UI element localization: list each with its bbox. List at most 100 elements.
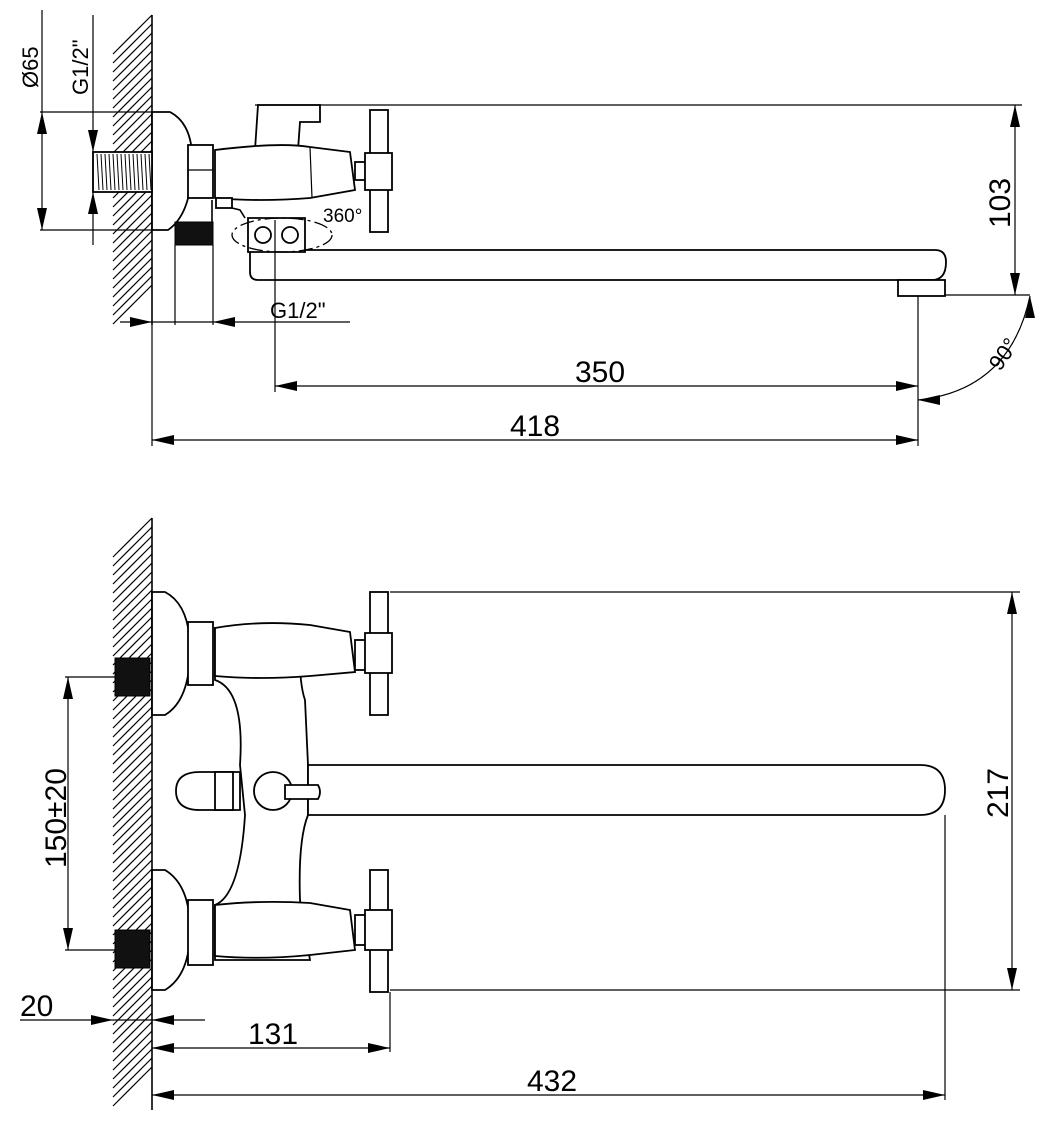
spout-outlet	[897, 279, 946, 297]
hatch-line	[112, 553, 153, 594]
lower-inlet-thread	[114, 929, 151, 969]
outlet-thread-label: G1/2"	[270, 298, 326, 323]
thread-line	[100, 153, 104, 191]
diverter-lever	[284, 784, 321, 800]
spout-front	[307, 764, 946, 816]
hatch-line	[112, 850, 153, 891]
spout-reach-label: 350	[575, 356, 625, 389]
hatch-line	[112, 50, 153, 91]
hatch-line	[112, 230, 153, 271]
hatch-line	[112, 697, 153, 738]
hatch-line	[112, 841, 153, 882]
hatch-line	[112, 751, 153, 792]
thread-line	[112, 153, 116, 191]
thread-line	[96, 153, 100, 191]
hatch-line	[112, 248, 153, 289]
hatch-line	[112, 832, 153, 873]
arrow-head	[1025, 296, 1035, 318]
hatch-line	[112, 275, 153, 316]
hatch-line	[112, 787, 153, 828]
hatch-line	[112, 86, 153, 127]
hatch-line	[112, 859, 153, 900]
hex-nut	[187, 144, 214, 199]
hatch-line	[112, 706, 153, 747]
hatch-line	[112, 526, 153, 567]
hatch-line	[112, 1057, 153, 1098]
hatch-line	[112, 598, 153, 639]
mixer-body	[214, 144, 357, 201]
hatch-line	[112, 760, 153, 801]
hatch-line	[112, 517, 153, 558]
hatch-line	[112, 967, 153, 1008]
hatch-line	[112, 985, 153, 1026]
swivel-indicator	[231, 217, 333, 253]
hatch-line	[112, 212, 153, 253]
hatch-line	[112, 823, 153, 864]
spout	[249, 249, 947, 281]
hatch-line	[112, 724, 153, 765]
hatch-line	[112, 607, 153, 648]
hatch-line	[112, 239, 153, 280]
hatch-line	[112, 886, 153, 927]
thread-line	[120, 153, 124, 191]
hatch-line	[112, 742, 153, 783]
thread-line	[124, 153, 128, 191]
hatch-line	[112, 113, 153, 154]
hatch-line	[112, 1066, 153, 1107]
wall-flange	[151, 111, 194, 231]
hatch-line	[112, 589, 153, 630]
hatch-line	[112, 266, 153, 307]
hex-nut-upper	[187, 621, 214, 686]
hatch-line	[112, 1030, 153, 1071]
thread-line	[108, 153, 112, 191]
hatch-line	[112, 77, 153, 118]
swivel-angle-label: 360°	[323, 206, 362, 227]
hatch-line	[112, 1048, 153, 1089]
hatch-line	[112, 535, 153, 576]
thread-line	[148, 153, 152, 191]
thread-line	[128, 153, 132, 191]
top-lever	[254, 104, 321, 151]
hatch-line	[112, 284, 153, 325]
hatch-line	[112, 41, 153, 82]
hatch-line	[112, 877, 153, 918]
inlet-thread-label: G1/2"	[68, 39, 93, 95]
wall-hatching	[112, 14, 153, 1107]
inlet-spacing-label: 150±20	[40, 768, 73, 868]
hatch-line	[112, 814, 153, 855]
hatch-line	[112, 715, 153, 756]
lower-flange	[151, 869, 191, 991]
hatch-line	[112, 59, 153, 100]
hatch-line	[112, 257, 153, 298]
front-view: 150±20 217 20 131 432	[20, 518, 1020, 1110]
hatch-line	[112, 769, 153, 810]
hatch-line	[112, 805, 153, 846]
hatch-line	[112, 868, 153, 909]
overall-length-label: 432	[527, 1065, 577, 1098]
upper-inlet-thread	[114, 657, 151, 697]
spout-angle-label: 90°	[984, 333, 1024, 375]
overall-reach-label: 418	[510, 410, 560, 443]
flange-diameter-label: Ø65	[18, 46, 43, 88]
hatch-line	[112, 778, 153, 819]
hatch-line	[112, 616, 153, 657]
hatch-line	[112, 1003, 153, 1044]
hex-nut-lower	[187, 899, 214, 966]
hatch-line	[112, 203, 153, 244]
hatch-line	[112, 733, 153, 774]
handle-projection-label: 131	[248, 1018, 298, 1051]
hatch-line	[112, 23, 153, 64]
overall-height-label: 217	[982, 768, 1015, 818]
hatch-line	[112, 976, 153, 1017]
wall-offset-label: 20	[20, 990, 53, 1023]
outlet-thread	[174, 221, 214, 246]
side-view: Ø65 G1/2" G1/2" 360° 103 90° 350 418	[18, 10, 1031, 446]
height-label: 103	[984, 178, 1017, 228]
thread-line	[104, 153, 108, 191]
hatch-line	[112, 571, 153, 612]
hatch-line	[112, 1021, 153, 1062]
hatch-line	[112, 895, 153, 936]
hatch-line	[112, 994, 153, 1035]
hatch-line	[112, 68, 153, 109]
